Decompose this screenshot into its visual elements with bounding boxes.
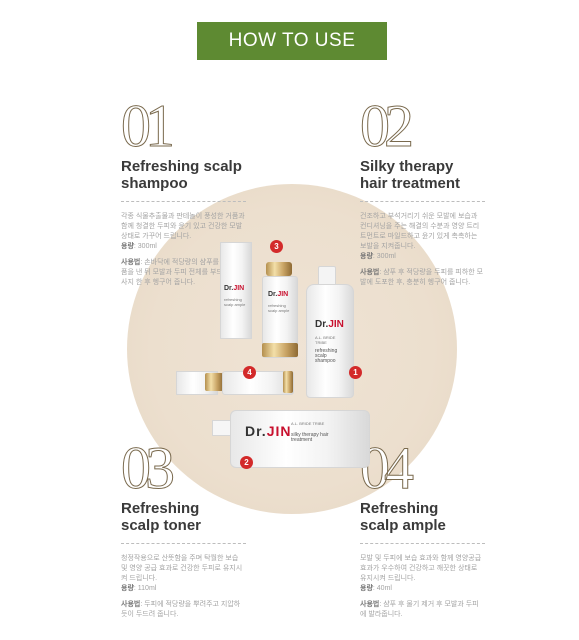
step-volume: 용량: 110ml <box>121 585 157 592</box>
step-title: Refreshing scalp shampoo <box>121 158 242 192</box>
step-usage: 사용법: 샴푸 후 적당량을 두피를 피하한 모발에 도포한 후, 충분히 헹구… <box>360 269 484 286</box>
shampoo-pump <box>318 266 336 286</box>
step-volume: 용량: 300ml <box>121 243 157 250</box>
shampoo-bottle: Dr.JIN A.L. BRIDE TRIBE refreshing scalp… <box>306 284 354 398</box>
step-01: 01 Refreshing scalp shampoo 각종 식물추출물과 판테… <box>121 96 246 288</box>
step-description: 건조하고 부석거리기 쉬운 모발에 보습과 컨디셔닝을 주는 해결의 수분과 영… <box>360 213 480 250</box>
how-to-use-banner: HOW TO USE <box>197 22 387 60</box>
divider <box>121 201 246 202</box>
treatment-bottle: Dr.JIN A.L. BRIDE TRIBE silky therapy ha… <box>230 410 370 468</box>
step-number: 02 <box>360 93 415 159</box>
step-title: Silky therapy hair treatment <box>360 158 461 192</box>
step-number: 01 <box>121 93 176 159</box>
step-description: 각종 식물추출물과 판테놀이 풍성한 거품과 함께 청결한 두피와 윤기 있고 … <box>121 213 245 240</box>
step-usage: 사용법: 두피에 적당량을 뿌려주고 지압하듯이 두드려 줍니다. <box>121 601 241 618</box>
step-02: 02 Silky therapy hair treatment 건조하고 부석거… <box>360 96 485 288</box>
step-description: 청정작용으로 산뜻함을 주며 탁월한 보습 및 영양 공급 효과로 건강한 두피… <box>121 555 243 582</box>
ample-pump-cap <box>266 262 292 276</box>
step-03: 03 Refreshing scalp toner 청정작용으로 산뜻함을 주며… <box>121 438 246 620</box>
product-badge-4: 4 <box>243 366 256 379</box>
divider <box>121 543 246 544</box>
step-title: Refreshing scalp toner <box>121 500 202 534</box>
treatment-pump <box>212 420 232 436</box>
step-usage: 사용법: 손바닥에 적당량의 샴푸를 덜어 거품을 낸 뒤 모발과 두피 전체를… <box>121 259 245 286</box>
step-number: 03 <box>121 435 176 501</box>
product-badge-1: 1 <box>349 366 362 379</box>
divider <box>360 201 485 202</box>
divider <box>360 543 485 544</box>
step-04: 04 Refreshing scalp ample 모발 및 두피에 보습 효과… <box>360 438 485 620</box>
product-badge-2: 2 <box>240 456 253 469</box>
step-usage: 사용법: 샴푸 후 물기 제거 후 모발과 두피에 발라줍니다. <box>360 601 479 618</box>
toner-bottle <box>222 371 294 395</box>
step-description: 모발 및 두피에 보습 효과와 함께 영양공급 효과가 우수하여 건강하고 깨끗… <box>360 555 482 582</box>
step-volume: 용량: 40ml <box>360 585 392 592</box>
toner-cap <box>205 373 223 391</box>
step-volume: 용량: 300ml <box>360 253 396 260</box>
step-title: Refreshing scalp ample <box>360 500 446 534</box>
product-badge-3: 3 <box>270 240 283 253</box>
step-number: 04 <box>360 435 415 501</box>
ample-gold-base <box>262 343 298 357</box>
toner-gold-end <box>283 371 293 393</box>
ample-box: Dr.JIN refreshing scalp ample <box>220 242 252 339</box>
